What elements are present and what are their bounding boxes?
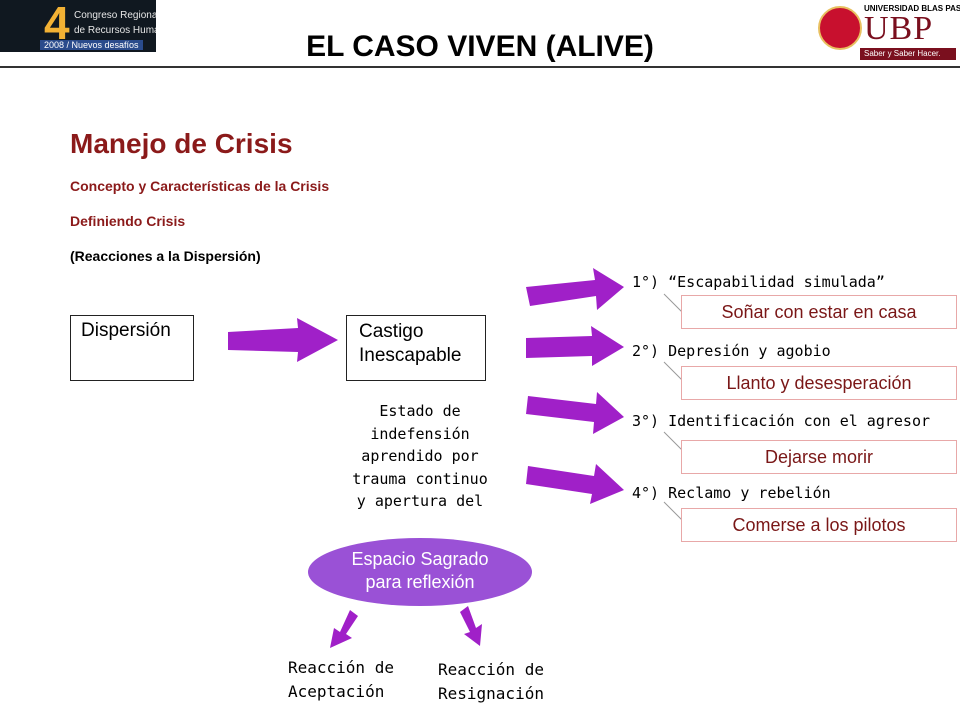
step-3-label: 3°) Identificación con el agresor bbox=[632, 412, 931, 430]
arrow-to-step-4 bbox=[526, 464, 624, 504]
section-subtitle-1: Concepto y Características de la Crisis bbox=[70, 178, 330, 194]
congreso-logo-line3: 2008 / Nuevos desafíos bbox=[40, 40, 143, 50]
step-1-response: Soñar con estar en casa bbox=[681, 295, 957, 329]
page-title: EL CASO VIVEN (ALIVE) bbox=[306, 30, 654, 63]
dispersion-box: Dispersión bbox=[70, 315, 194, 381]
ubp-logo-university: UNIVERSIDAD BLAS PASCAL bbox=[864, 4, 960, 13]
step-2-response: Llanto y desesperación bbox=[681, 366, 957, 400]
estado-line: aprendido por bbox=[361, 447, 479, 465]
arrow-to-resignacion bbox=[460, 606, 482, 646]
ellipse-line2: para reflexión bbox=[365, 572, 475, 592]
estado-line: Estado de bbox=[379, 402, 461, 420]
step-3-response: Dejarse morir bbox=[681, 440, 957, 474]
header-divider bbox=[0, 66, 960, 68]
arrow-to-step-2 bbox=[526, 326, 624, 366]
section-subtitle-2: Definiendo Crisis bbox=[70, 213, 186, 229]
connector-step-1 bbox=[663, 293, 683, 313]
estado-line: y apertura del bbox=[356, 492, 484, 510]
ubp-logo-letters: UBP bbox=[864, 10, 934, 47]
espacio-sagrado-ellipse: Espacio Sagrado para reflexión bbox=[308, 538, 532, 606]
ubp-logo-tagline: Saber y Saber Hacer. bbox=[860, 48, 956, 60]
castigo-box: Castigo Inescapable bbox=[346, 315, 486, 381]
reaccion-resignacion: Reacción de Resignación bbox=[438, 658, 544, 706]
ellipse-line1: Espacio Sagrado bbox=[351, 549, 489, 569]
connector-step-4 bbox=[663, 501, 683, 521]
step-4-response: Comerse a los pilotos bbox=[681, 508, 957, 542]
step-1-label: 1°) “Escapabilidad simulada” bbox=[632, 273, 885, 291]
castigo-line2: Inescapable bbox=[359, 344, 462, 366]
reaction-line: Reacción de bbox=[288, 658, 394, 677]
connector-step-3 bbox=[663, 431, 683, 451]
connector-step-2 bbox=[663, 361, 683, 381]
estado-line: trauma continuo bbox=[352, 469, 488, 488]
dispersion-label: Dispersión bbox=[81, 320, 171, 341]
estado-text: Estado de indefensión aprendido por trau… bbox=[338, 400, 502, 513]
ubp-logo: UNIVERSIDAD BLAS PASCAL UBP Saber y Sabe… bbox=[818, 2, 960, 62]
arrow-to-aceptacion bbox=[330, 610, 358, 648]
estado-line: indefensión bbox=[370, 424, 470, 443]
arrow-dispersion-to-castigo bbox=[228, 318, 338, 362]
reaction-line: Aceptación bbox=[288, 682, 385, 701]
congreso-logo: 4 Congreso Regional de Recursos Humanos … bbox=[0, 0, 156, 52]
congreso-logo-line1: Congreso Regional bbox=[74, 10, 156, 21]
ubp-seal-icon bbox=[818, 6, 862, 50]
congreso-logo-line2: de Recursos Humanos bbox=[74, 25, 156, 36]
reaction-line: Resignación bbox=[438, 684, 544, 703]
step-4-label: 4°) Reclamo y rebelión bbox=[632, 484, 831, 502]
reaccion-aceptacion: Reacción de Aceptación bbox=[288, 656, 394, 704]
section-title: Manejo de Crisis bbox=[70, 128, 293, 159]
step-2-label: 2°) Depresión y agobio bbox=[632, 342, 831, 360]
section-subtitle-3: (Reacciones a la Dispersión) bbox=[70, 248, 261, 264]
arrow-to-step-1 bbox=[526, 268, 624, 310]
reaction-line: Reacción de bbox=[438, 660, 544, 679]
castigo-line1: Castigo bbox=[359, 321, 424, 342]
arrow-to-step-3 bbox=[526, 392, 624, 434]
